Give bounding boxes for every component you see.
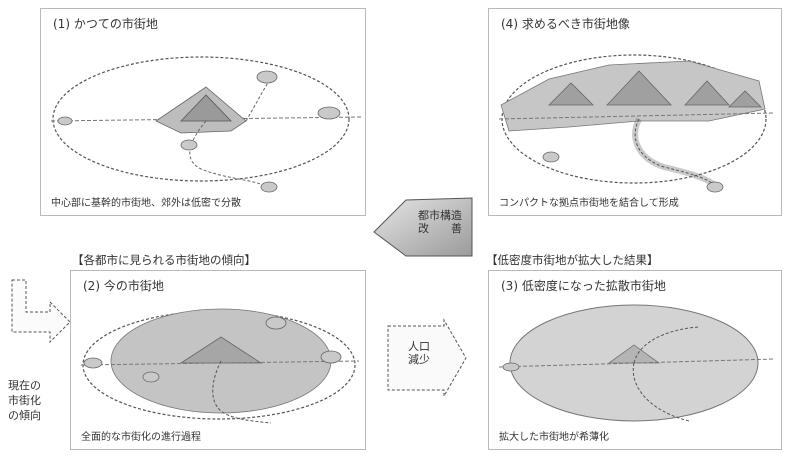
satellite-node xyxy=(83,357,103,369)
north-route xyxy=(245,80,270,122)
panel-caption: 中心部に基幹的市街地、郊外は低密で分散 xyxy=(51,198,241,209)
panel-caption: 全面的な市街化の進行過程 xyxy=(81,432,201,443)
reform-arrow-label: 都市構造 改 善 xyxy=(418,209,462,235)
city-boundary-ellipse xyxy=(52,56,350,182)
satellite-node xyxy=(142,371,160,383)
branch-route xyxy=(632,362,690,422)
satellite-node xyxy=(317,106,341,120)
satellite-node xyxy=(57,116,73,126)
connected-branch xyxy=(632,117,717,188)
panel-low-density-urban-area: (3) 低密度になった拡散市街地 拡大した市街地が希薄化 xyxy=(488,270,782,450)
past-urban-area-illustration xyxy=(50,56,362,193)
current-trend-label: 現在の 市街化 の傾向 xyxy=(8,379,41,422)
current-trend-arrow xyxy=(11,279,71,344)
satellite-node xyxy=(256,70,278,84)
main-axis-line xyxy=(498,358,775,368)
panel-desired-urban-area: (4) 求めるべき市街地像 コンパクトな拠点市街地を結合して形成 xyxy=(488,8,782,216)
panel-caption: コンパクトな拠点市街地を結合して形成 xyxy=(499,198,679,209)
compact-peaks xyxy=(548,70,762,108)
reform-arrow xyxy=(373,197,473,257)
population-decline-arrow xyxy=(387,318,467,398)
panel-title: (4) 求めるべき市街地像 xyxy=(501,17,630,31)
satellite-node xyxy=(265,316,287,330)
branch-route xyxy=(189,120,270,188)
current-urban-area-illustration xyxy=(80,308,360,424)
satellite-node xyxy=(542,151,560,163)
main-axis-line xyxy=(50,116,362,122)
satellite-node xyxy=(180,139,198,151)
panel-caption: 拡大した市街地が希薄化 xyxy=(499,432,609,443)
panel-current-urban-area: (2) 今の市街地 全面的な市街化の進行過程 xyxy=(70,270,366,450)
heading-result: 【低密度市街地が拡大した結果】 xyxy=(486,253,659,267)
satellite-node xyxy=(502,362,520,372)
panel-title: (1) かつての市街地 xyxy=(53,17,158,31)
satellite-node xyxy=(260,181,278,193)
branch-route xyxy=(634,118,716,186)
main-axis-line xyxy=(498,112,775,120)
heading-trend: 【各都市に見られる市街地の傾向】 xyxy=(72,253,256,267)
panel-title: (2) 今の市街地 xyxy=(83,279,164,293)
panel-past-urban-area: (1) かつての市街地 中心部に基幹的市街地、郊外は低密で分散 xyxy=(40,8,366,216)
satellite-node xyxy=(320,350,342,364)
satellite-node xyxy=(706,181,724,193)
panel-title: (3) 低密度になった拡散市街地 xyxy=(501,279,666,293)
population-decline-label: 人口 減少 xyxy=(408,340,430,366)
desired-urban-area-illustration xyxy=(498,54,775,193)
low-density-urban-area-illustration xyxy=(498,304,775,422)
branch-route xyxy=(633,326,700,364)
